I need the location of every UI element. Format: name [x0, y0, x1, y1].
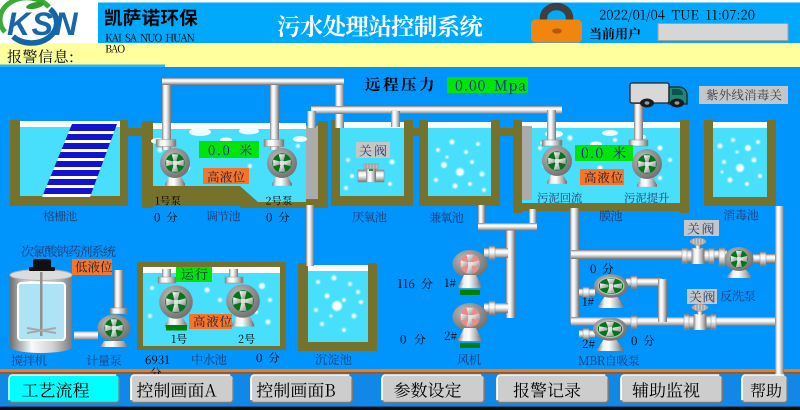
svg-text:KSN: KSN [7, 6, 79, 42]
